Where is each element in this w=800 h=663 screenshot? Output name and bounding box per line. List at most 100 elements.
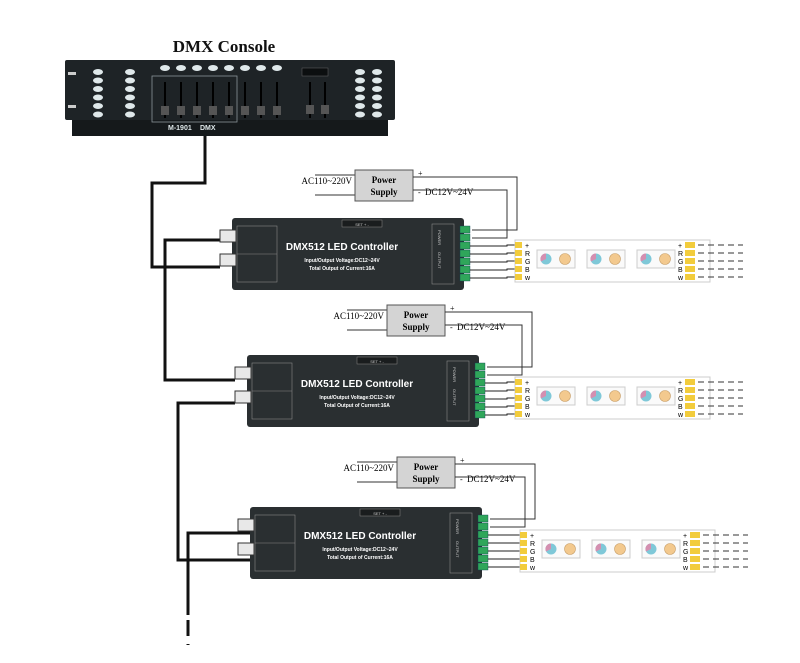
strip-pad: [515, 250, 522, 256]
console-button: [372, 111, 382, 118]
strip-pad: [515, 379, 522, 385]
console-button: [125, 77, 135, 84]
dc-output-label: DC12V~24V: [425, 187, 474, 197]
strip-pad: [690, 540, 700, 546]
power-label: POWER: [452, 367, 457, 382]
console-fader: [241, 106, 249, 115]
pin-label: B: [525, 404, 530, 411]
terminal-block: [474, 370, 486, 379]
power-supply-label: Power: [404, 310, 429, 320]
terminal-block: [459, 241, 471, 250]
console-scene-button: [272, 65, 282, 71]
console-scene-button: [160, 65, 170, 71]
console-button: [125, 111, 135, 118]
terminal-block: [477, 546, 489, 555]
terminal-block: [474, 402, 486, 411]
strip-pad: [515, 387, 522, 393]
dmx-cable: [150, 136, 250, 645]
console-scene-button: [240, 65, 250, 71]
console-scene-button: [192, 65, 202, 71]
pin-label: +: [525, 243, 529, 250]
pin-label: G: [683, 549, 688, 556]
dmx-out-connector: [234, 390, 252, 404]
white-led: [609, 253, 621, 265]
strip-pad: [685, 379, 695, 385]
pin-label: G: [525, 259, 530, 266]
dmx-out-connector: [219, 253, 237, 267]
console-scene-button: [256, 65, 266, 71]
console-scene-button: [224, 65, 234, 71]
pin-label: +: [525, 380, 529, 387]
console-fader: [257, 106, 265, 115]
pin-label: w: [677, 275, 684, 282]
console-button: [125, 86, 135, 92]
strip-pad: [690, 532, 700, 538]
diagram-title: DMX Console: [173, 37, 276, 56]
terminal-block: [459, 225, 471, 234]
strip-pad: [685, 242, 695, 248]
dmx-in-connector: [219, 229, 237, 243]
minus-label: -: [450, 323, 453, 332]
white-led: [559, 390, 571, 402]
strip-pad: [520, 564, 527, 570]
minus-label: -: [418, 188, 421, 197]
strip-pad: [685, 403, 695, 409]
strip-pad: [520, 532, 527, 538]
strip-pad: [685, 258, 695, 264]
console-fader: [161, 106, 169, 115]
pin-label: R: [678, 388, 683, 395]
controller-spec: Input/Output Voltage:DC12~24V: [304, 258, 380, 264]
terminal-block: [474, 362, 486, 371]
plus-label: +: [418, 169, 423, 178]
pin-label: B: [678, 404, 683, 411]
white-led: [609, 390, 621, 402]
power-label: POWER: [437, 230, 442, 245]
strip-pad: [515, 403, 522, 409]
output-label: OUTPUT: [452, 389, 457, 406]
strip-pad: [685, 274, 695, 280]
console-fader: [273, 106, 281, 115]
pin-label: B: [678, 267, 683, 274]
dmx512-controller: [247, 355, 479, 427]
console-button: [355, 69, 365, 75]
strip-pad: [520, 540, 527, 546]
strip-pad: [685, 411, 695, 417]
dc-output-label: DC12V~24V: [457, 322, 506, 332]
white-led: [664, 543, 676, 555]
plus-label: +: [450, 304, 455, 313]
controller-spec: Input/Output Voltage:DC12~24V: [319, 395, 395, 401]
terminal-block: [477, 522, 489, 531]
console-fader: [193, 106, 201, 115]
console-button: [372, 69, 382, 75]
terminal-block: [477, 530, 489, 539]
controller-name: DMX512 LED Controller: [286, 242, 398, 253]
pin-label: R: [678, 251, 683, 258]
pin-label: B: [683, 557, 688, 564]
power-label: POWER: [455, 519, 460, 534]
terminal-block: [477, 562, 489, 571]
console-button: [93, 69, 103, 75]
strip-pad: [515, 411, 522, 417]
controller-name: DMX512 LED Controller: [304, 531, 416, 542]
minus-label: -: [460, 475, 463, 484]
dc-output-label: DC12V~24V: [467, 474, 516, 484]
console-button: [93, 94, 103, 101]
console-button: [355, 86, 365, 92]
pin-label: G: [678, 396, 683, 403]
dmx-in-connector: [234, 366, 252, 380]
pin-label: w: [529, 565, 536, 572]
white-led: [564, 543, 576, 555]
pin-label: R: [530, 541, 535, 548]
ac-input-label: AC110~220V: [301, 176, 352, 186]
terminal-block: [477, 538, 489, 547]
console-button: [355, 94, 365, 101]
strip-pad: [520, 548, 527, 554]
pin-label: w: [677, 412, 684, 419]
dmx512-controller: [250, 507, 482, 579]
power-supply-label: Power: [372, 175, 397, 185]
white-led: [659, 253, 671, 265]
power-supply-label: Supply: [370, 187, 398, 197]
terminal-block: [459, 233, 471, 242]
pin-label: +: [678, 380, 682, 387]
